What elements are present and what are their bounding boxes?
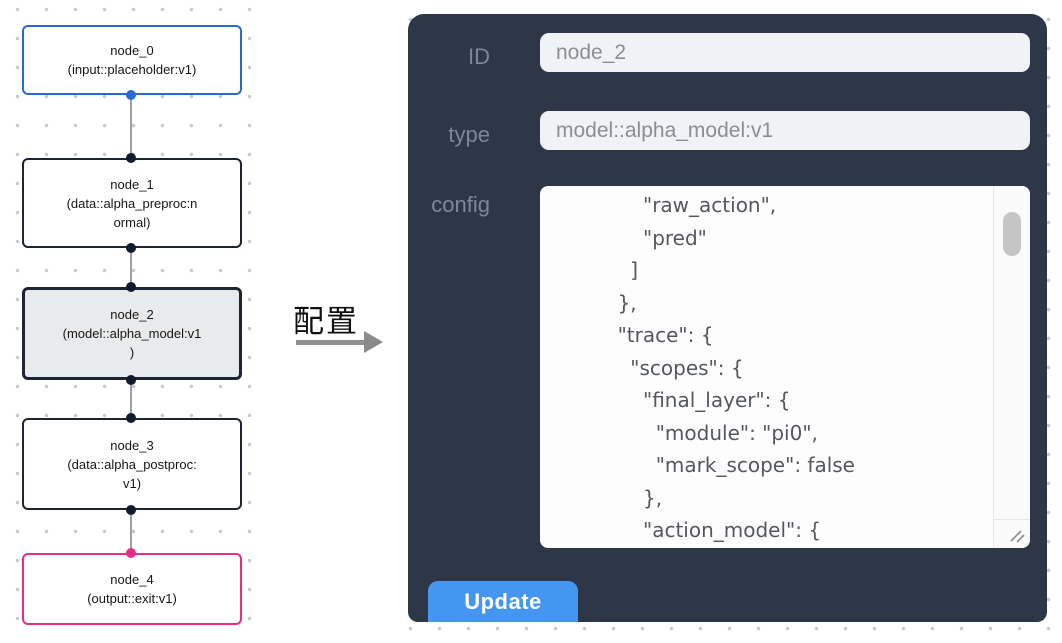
configure-annotation-label: 配置 xyxy=(293,304,359,339)
flow-node-node0[interactable]: node_0 (input::placeholder:v1) xyxy=(22,25,242,95)
type-field-label: type xyxy=(448,122,490,147)
flow-node-node3[interactable]: node_3 (data::alpha_postproc: v1) xyxy=(22,418,242,510)
port-node2-output[interactable] xyxy=(126,375,136,385)
id-input[interactable] xyxy=(540,33,1030,72)
config-textarea[interactable]: "raw_action", "pred" ] }, "trace": { "sc… xyxy=(540,186,1030,548)
edge-node0-node1 xyxy=(130,95,132,158)
node-subtitle: (data::alpha_postproc: v1) xyxy=(67,456,197,491)
node-config-panel: ID type config "raw_action", "pred" ] },… xyxy=(408,14,1047,622)
edge-node2-node3 xyxy=(130,380,132,418)
flow-canvas[interactable]: node_0 (input::placeholder:v1) node_1 (d… xyxy=(0,0,272,643)
edge-node3-node4 xyxy=(130,510,132,553)
panel-canvas: ID type config "raw_action", "pred" ] },… xyxy=(388,0,1062,643)
node-title: node_3 xyxy=(110,437,154,453)
port-node4-input[interactable] xyxy=(126,548,136,558)
config-json-text: "raw_action", "pred" ] }, "trace": { "sc… xyxy=(617,193,855,542)
port-node0-output[interactable] xyxy=(126,90,136,100)
right-arrow-icon xyxy=(296,340,366,345)
node-title: node_4 xyxy=(110,572,154,587)
config-field-label: config xyxy=(431,192,490,217)
node-title: node_2 xyxy=(110,307,154,322)
port-node3-output[interactable] xyxy=(126,505,136,515)
node-subtitle: (data::alpha_preproc:n ormal) xyxy=(66,195,198,230)
node-subtitle: (model::alpha_model:v1 ) xyxy=(62,326,202,360)
edge-node1-node2 xyxy=(130,248,132,287)
port-node3-input[interactable] xyxy=(126,413,136,423)
port-node1-input[interactable] xyxy=(126,153,136,163)
id-field-label: ID xyxy=(468,44,490,69)
flow-node-node1[interactable]: node_1 (data::alpha_preproc:n ormal) xyxy=(22,158,242,248)
node-title: node_0 xyxy=(110,43,154,58)
node-subtitle: (output::exit:v1) xyxy=(87,591,177,606)
flow-node-node2-selected[interactable]: node_2 (model::alpha_model:v1 ) xyxy=(22,287,242,380)
update-button[interactable]: Update xyxy=(428,581,578,622)
type-input[interactable] xyxy=(540,111,1030,150)
textarea-resize-handle-icon[interactable] xyxy=(1007,525,1027,545)
port-node1-output[interactable] xyxy=(126,243,136,253)
flow-node-node4[interactable]: node_4 (output::exit:v1) xyxy=(22,553,242,625)
scrollbar-track-divider xyxy=(993,519,1030,520)
right-arrow-head-icon xyxy=(364,331,383,353)
config-scrollbar-thumb[interactable] xyxy=(1003,212,1021,256)
node-subtitle: (input::placeholder:v1) xyxy=(67,62,197,77)
node-title: node_1 xyxy=(110,176,154,192)
port-node2-input[interactable] xyxy=(126,282,136,292)
